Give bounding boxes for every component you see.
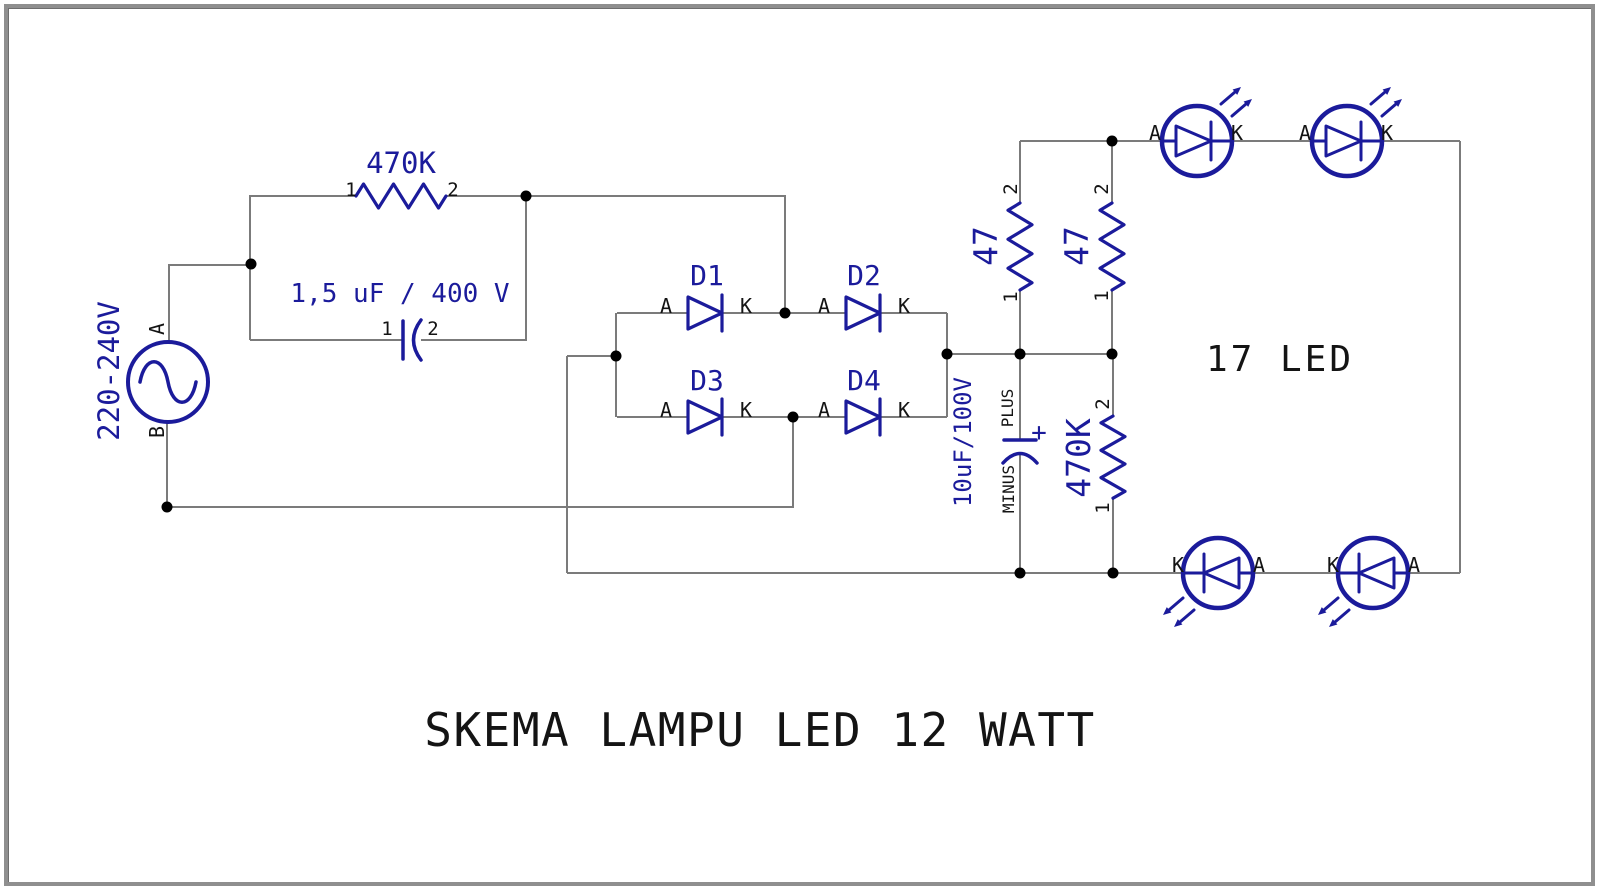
- junction-dot: [1106, 348, 1118, 360]
- ballast-resistor-left-pin2: 2: [999, 183, 1022, 195]
- wire-ac-source: [166, 264, 794, 508]
- bleeder-resistor-symbol: [1099, 414, 1127, 500]
- diode-d2-label: D2: [847, 259, 881, 292]
- ballast-resistor-left-symbol: [1006, 201, 1034, 292]
- junction-dot: [1107, 567, 1119, 579]
- light-emission-arrows: [1369, 87, 1402, 118]
- diode-d4-anode-label: A: [817, 398, 831, 422]
- led-bottom-left-anode-label: A: [1252, 553, 1266, 577]
- filter-capacitor-plus-sign: +: [1031, 418, 1047, 448]
- ballast-resistor-right-value: 47: [1056, 226, 1096, 266]
- ac-source-pin-b: B: [145, 425, 169, 439]
- bleeder-resistor-value: 470K: [1058, 418, 1098, 498]
- dropper-capacitor-symbol: [401, 318, 423, 362]
- led-top-left-symbol: [1159, 87, 1252, 179]
- led-top-right-anode-label: A: [1298, 121, 1312, 145]
- led-count-note: 17 LED: [1205, 339, 1355, 380]
- diode-d3-symbol: [686, 397, 724, 437]
- led-bottom-right-cathode-label: K: [1326, 553, 1340, 577]
- diode-d1-label: D1: [690, 259, 724, 292]
- filter-capacitor-plus-label: PLUS: [998, 388, 1017, 428]
- junction-dot: [1106, 135, 1118, 147]
- dropper-resistor-pin1: 1: [345, 178, 357, 201]
- diode-d2-anode-label: A: [817, 294, 831, 318]
- wire-led-loop: [567, 140, 1461, 574]
- diode-d2-symbol: [844, 293, 882, 333]
- led-bottom-left-cathode-label: K: [1171, 553, 1185, 577]
- junction-dot: [787, 411, 799, 423]
- diode-d4-cathode-label: K: [897, 398, 911, 422]
- dropper-resistor-symbol: [354, 182, 448, 210]
- dropper-capacitor-value: 1,5 uF / 400 V: [290, 279, 510, 309]
- ballast-resistor-left-value: 47: [965, 226, 1005, 266]
- diode-d1-symbol: [686, 293, 724, 333]
- diode-d2-cathode-label: K: [897, 294, 911, 318]
- dropper-capacitor-pin2: 2: [427, 317, 439, 340]
- led-top-left-anode-label: A: [1148, 121, 1162, 145]
- diode-d3-anode-label: A: [659, 398, 673, 422]
- dropper-capacitor-pin1: 1: [381, 317, 393, 340]
- wires: [166, 140, 1461, 574]
- bleeder-resistor-pin2: 2: [1091, 398, 1114, 410]
- filter-capacitor-value: 10uF/100V: [949, 376, 977, 508]
- led-top-left-cathode-label: K: [1230, 121, 1244, 145]
- ac-source-symbol: [126, 340, 210, 424]
- diode-d1-anode-label: A: [659, 294, 673, 318]
- junction-dots: [161, 135, 1119, 579]
- led-bottom-right-symbol: [1318, 535, 1411, 627]
- ac-source-pin-a: A: [145, 322, 169, 336]
- junction-dot: [1014, 348, 1026, 360]
- filter-capacitor-minus-label: MINUS: [999, 464, 1018, 514]
- light-emission-arrows: [1163, 596, 1196, 627]
- wire-dropper-network: [249, 195, 786, 341]
- led-top-right-symbol: [1309, 87, 1402, 179]
- filter-capacitor-symbol: [1001, 438, 1039, 465]
- ballast-resistor-right-symbol: [1098, 201, 1126, 292]
- wire-dc-bus: [1019, 141, 1114, 573]
- junction-dot: [610, 350, 622, 362]
- junction-dot: [520, 190, 532, 202]
- junction-dot: [161, 501, 173, 513]
- schematic-title: SKEMA LAMPU LED 12 WATT: [424, 703, 1096, 757]
- diode-d4-label: D4: [847, 364, 881, 397]
- led-bottom-right-anode-label: A: [1407, 553, 1421, 577]
- junction-dot: [941, 348, 953, 360]
- junction-dot: [245, 258, 257, 270]
- led-top-right-cathode-label: K: [1380, 121, 1394, 145]
- ballast-resistor-right-pin2: 2: [1090, 183, 1113, 195]
- bleeder-resistor-pin1: 1: [1091, 502, 1114, 514]
- junction-dot: [1014, 567, 1026, 579]
- ballast-resistor-right-pin1: 1: [1090, 290, 1113, 302]
- diode-d1-cathode-label: K: [739, 294, 753, 318]
- ac-source-value: 220-240V: [91, 301, 126, 441]
- dropper-resistor-pin2: 2: [447, 178, 459, 201]
- light-emission-arrows: [1318, 596, 1351, 627]
- sheet-border: [4, 4, 1595, 886]
- diode-d3-label: D3: [690, 364, 724, 397]
- ballast-resistor-left-pin1: 1: [999, 291, 1022, 303]
- led-bottom-left-symbol: [1163, 535, 1256, 627]
- diode-d3-cathode-label: K: [739, 398, 753, 422]
- light-emission-arrows: [1219, 87, 1252, 118]
- junction-dot: [779, 307, 791, 319]
- dropper-resistor-value: 470K: [366, 145, 436, 180]
- diode-d4-symbol: [844, 397, 882, 437]
